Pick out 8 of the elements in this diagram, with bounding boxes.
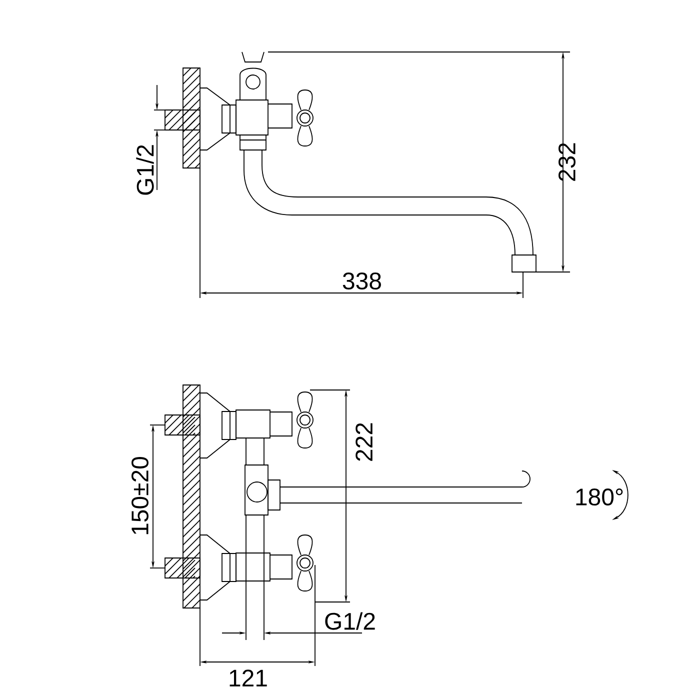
dimension-label: 232 [558,143,576,181]
dimension-label: 121 [230,670,267,686]
dimension-label: 222 [356,423,372,461]
dimension-label: 150±20 [132,457,148,534]
dimension-label: G1/2 [325,612,375,630]
dimension-label: 180° [576,488,623,506]
dimension-label: 338 [342,272,381,290]
dimension-label: G1/2 [136,145,154,195]
